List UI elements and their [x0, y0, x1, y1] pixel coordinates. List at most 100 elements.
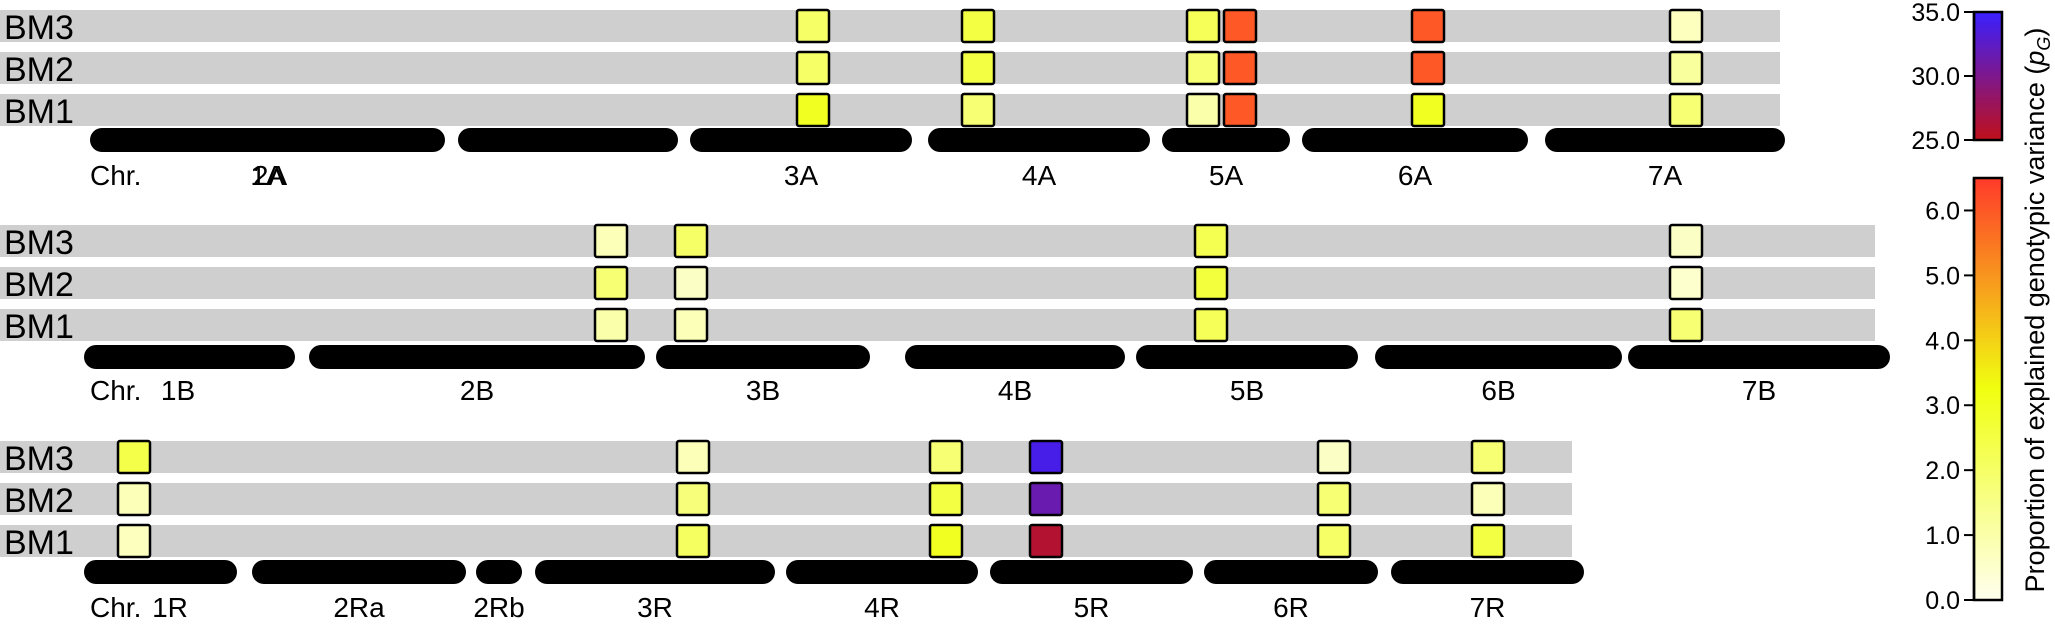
row-strip-bm2 [0, 483, 1572, 515]
chromosome-label-6b: 6B [1481, 375, 1515, 406]
qtl-cell-6a-bm3 [1410, 8, 1446, 44]
chromosome-bar-2a [458, 128, 678, 152]
axis-title-part: Proportion of explained genotypic varian… [2020, 66, 2050, 593]
chromosome-bar-1a [90, 128, 445, 152]
chromosome-bar-5a [1162, 128, 1290, 152]
qtl-cell-5r-bm2 [1028, 481, 1064, 517]
colorbar-tick-label-3-0: 3.0 [1925, 392, 1960, 420]
qtl-cell-3a-bm1 [795, 92, 831, 128]
qtl-cell-3a-bm2 [795, 50, 831, 86]
axis-title-part: G [2034, 37, 2054, 51]
row-strip-bm1 [0, 94, 1780, 126]
qtl-cell-2b-bm1 [593, 307, 629, 343]
qtl-cell-3r-bm1 [675, 523, 711, 559]
qtl-cell-3r-bm3 [675, 439, 711, 475]
chr-prefix-label: Chr. [90, 160, 141, 191]
qtl-cell-3a-bm3 [795, 8, 831, 44]
colorbar-low-fill [1972, 176, 2004, 602]
qtl-cell-7a-bm3 [1668, 8, 1704, 44]
chromosome-label-2rb: 2Rb [473, 592, 524, 623]
qtl-cell-5r-bm1 [1028, 523, 1064, 559]
colorbar-high-fill [1972, 10, 2004, 142]
qtl-cell-1r-bm1 [116, 523, 152, 559]
qtl-cell-5a-bm2 [1222, 50, 1258, 86]
qtl-cell-4r-bm3 [928, 439, 964, 475]
colorbar-tick-label-35-0: 35.0 [1911, 0, 1960, 27]
qtl-cell-7b-bm3 [1668, 223, 1704, 259]
row-strip-bm1 [0, 309, 1875, 341]
row-label-bm2: BM2 [4, 482, 74, 520]
chromosome-label-7a: 7A [1648, 160, 1683, 191]
chromosome-bar-3a [690, 128, 912, 152]
chromosome-label-2ra: 2Ra [333, 592, 385, 623]
chromosome-bar-4a [928, 128, 1150, 152]
qtl-cell-7a-bm1 [1668, 92, 1704, 128]
chromosome-bar-3r [535, 560, 775, 584]
chromosome-label-4a: 4A [1022, 160, 1057, 191]
colorbar-tick-label-25-0: 25.0 [1911, 127, 1960, 155]
row-label-bm2: BM2 [4, 266, 74, 304]
qtl-cell-7r-bm3 [1470, 439, 1506, 475]
chromosome-label-1b: 1B [161, 375, 195, 406]
colorbar-tick-label-1-0: 1.0 [1925, 522, 1960, 550]
chromosome-label-3a: 3A [784, 160, 819, 191]
chromosome-bar-2ra [252, 560, 466, 584]
chromosome-bar-5r [990, 560, 1193, 584]
chromosome-bar-6a [1302, 128, 1528, 152]
qtl-cell-1r-bm2 [116, 481, 152, 517]
chromosome-label-1a: 1A [250, 160, 285, 191]
row-strip-bm1 [0, 525, 1572, 557]
qtl-cell-3r-bm2 [675, 481, 711, 517]
row-strip-bm3 [0, 225, 1875, 257]
chromosome-bar-4r [786, 560, 978, 584]
chromosome-label-4b: 4B [998, 375, 1032, 406]
qtl-cell-6a-bm2 [1410, 50, 1446, 86]
qtl-cell-7r-bm1 [1470, 523, 1506, 559]
chr-prefix-label: Chr. [90, 375, 141, 406]
chromosome-bar-5b [1136, 345, 1358, 369]
row-label-bm1: BM1 [4, 524, 74, 562]
qtl-cell-5a-bm1 [1222, 92, 1258, 128]
qtl-cell-6r-bm1 [1316, 523, 1352, 559]
qtl-cell-2b-bm3 [593, 223, 629, 259]
row-label-bm2: BM2 [4, 51, 74, 89]
qtl-cell-2b-bm1 [673, 307, 709, 343]
chromosome-label-2a: 2A [253, 160, 288, 191]
qtl-cell-2b-bm2 [673, 265, 709, 301]
chromosome-label-6r: 6R [1273, 592, 1309, 623]
chr-prefix-label: Chr. [90, 592, 141, 623]
chromosome-bar-2b [309, 345, 645, 369]
chromosome-bar-7b [1628, 345, 1890, 369]
colorbar-tick-label-5-0: 5.0 [1925, 262, 1960, 290]
chromosome-bar-7r [1391, 560, 1584, 584]
qtl-cell-1r-bm3 [116, 439, 152, 475]
chromosome-bar-7a [1545, 128, 1785, 152]
chromosome-bar-1r [84, 560, 237, 584]
row-strip-bm3 [0, 10, 1780, 42]
qtl-cell-6a-bm1 [1410, 92, 1446, 128]
qtl-cell-5a-bm3 [1185, 8, 1221, 44]
qtl-cell-5a-bm2 [1185, 50, 1221, 86]
chromosome-label-7b: 7B [1742, 375, 1776, 406]
qtl-cell-2b-bm2 [593, 265, 629, 301]
chromosome-bar-1b [84, 345, 295, 369]
chromosome-label-4r: 4R [864, 592, 900, 623]
qtl-cell-5b-bm2 [1193, 265, 1229, 301]
colorbar-axis-title: Proportion of explained genotypic varian… [2020, 28, 2054, 593]
chromosome-label-7r: 7R [1470, 592, 1506, 623]
qtl-cell-5b-bm1 [1193, 307, 1229, 343]
colorbar-tick-label-0-0: 0.0 [1925, 587, 1960, 615]
colorbar-tick-label-2-0: 2.0 [1925, 457, 1960, 485]
qtl-cell-7a-bm2 [1668, 50, 1704, 86]
chromosome-label-2b: 2B [460, 375, 494, 406]
chromosome-bar-2rb [476, 560, 522, 584]
row-label-bm3: BM3 [4, 224, 74, 262]
qtl-cell-7b-bm1 [1668, 307, 1704, 343]
qtl-cell-5b-bm3 [1193, 223, 1229, 259]
qtl-cell-4r-bm2 [928, 481, 964, 517]
qtl-cell-6r-bm3 [1316, 439, 1352, 475]
row-label-bm3: BM3 [4, 9, 74, 47]
